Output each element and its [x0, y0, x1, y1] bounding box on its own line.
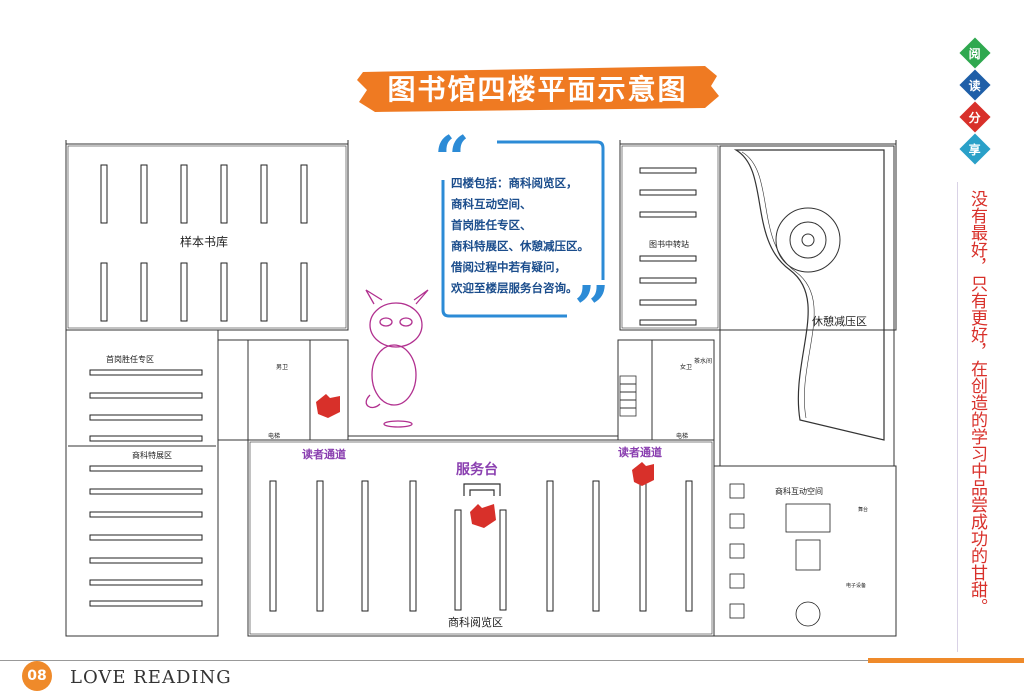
service-desk-label: 服务台: [456, 461, 498, 478]
left-lower-room: [65, 329, 219, 637]
page-number-logo: 08: [22, 661, 52, 691]
badge: 读: [959, 69, 991, 101]
rest-area-room: [719, 145, 895, 467]
zone-label-transfer-station: 图书中转站: [649, 239, 689, 249]
zone-label-first-post: 首岗胜任专区: [106, 354, 154, 364]
transfer-station-shelves: [639, 167, 697, 326]
sample-stack-shelves: [100, 164, 308, 322]
footer-rule: [0, 660, 868, 661]
info-line: 商科特展区、休憩减压区。: [451, 239, 589, 253]
open-quote-icon: “: [434, 122, 470, 195]
side-badges: 阅 读 分 享: [959, 37, 991, 170]
info-line: 首岗胜任专区、: [451, 218, 532, 232]
hand-pointer-icon: [316, 394, 340, 418]
badge: 享: [959, 133, 991, 165]
title-banner: 图书馆四楼平面示意图: [355, 62, 720, 114]
reader-passage-left: 读者通道: [302, 447, 346, 461]
info-line: 欢迎至楼层服务台咨询。: [451, 281, 578, 295]
side-divider: [957, 182, 958, 652]
tea-room-label: 茶水间: [694, 357, 712, 365]
male-wc-label: 男卫: [276, 364, 288, 371]
interactive-space-room: [713, 465, 897, 637]
info-line: 商科互动空间、: [451, 197, 532, 211]
elevator-label-left: 电梯: [268, 432, 280, 440]
reading-area-shelves: [269, 480, 693, 612]
equipment-label: 电子设备: [846, 582, 866, 589]
hand-pointer-icon: [632, 462, 654, 486]
elevator-label-right: 电梯: [676, 432, 688, 440]
dragon-mascot: [365, 289, 429, 428]
info-line: 借阅过程中若有疑问，: [451, 260, 566, 274]
female-wc-label: 女卫: [680, 363, 692, 371]
interactive-space-furniture: [729, 483, 831, 627]
zone-label-interactive-space: 商科互动空间: [775, 486, 823, 496]
page-title: 图书馆四楼平面示意图: [387, 73, 688, 106]
service-desk[interactable]: [463, 483, 501, 496]
badge: 阅: [959, 37, 991, 69]
zone-label-reading-area: 商科阅览区: [448, 615, 503, 629]
reader-passage-right: 读者通道: [618, 445, 662, 459]
zone-label-rest-area: 休憩减压区: [812, 314, 867, 328]
badge: 分: [959, 101, 991, 133]
left-wing-shelves: [89, 369, 203, 607]
footer-accent: [868, 658, 1024, 663]
info-text: 四楼包括：商科阅览区， 商科互动空间、 首岗胜任专区、 商科特展区、休憩减压区。…: [451, 173, 611, 299]
zone-label-special-exhibit: 商科特展区: [132, 450, 172, 460]
close-quote-icon: ”: [574, 272, 610, 345]
info-box-frame: [441, 140, 605, 318]
hand-pointer-icon: [470, 504, 496, 528]
info-line: 四楼包括：商科阅览区，: [451, 176, 578, 190]
motto-text: 没有最好，只有更好，在创造的学习中品尝成功的甘甜。: [967, 190, 987, 615]
zone-label-sample-stack: 样本书库: [180, 234, 228, 249]
brush-stroke-bg: [357, 66, 719, 112]
stage-label: 舞台: [858, 506, 868, 513]
footer-text: LOVE READING: [70, 667, 232, 688]
pointer-icons: [316, 394, 654, 528]
